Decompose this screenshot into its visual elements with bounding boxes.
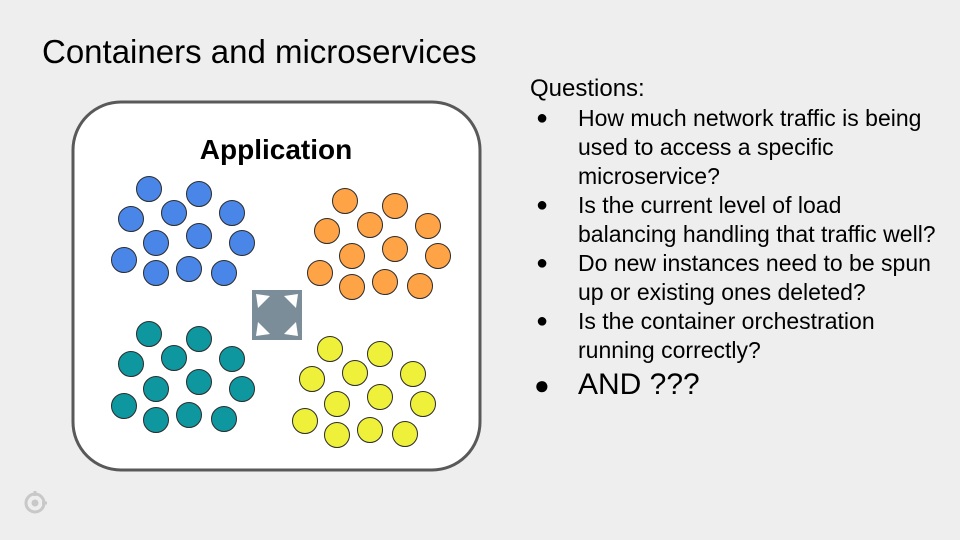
question-item: ● How much network traffic is being used …	[530, 104, 940, 191]
container-instance	[339, 243, 365, 269]
container-instance	[161, 345, 187, 371]
container-instance	[357, 212, 383, 238]
container-instance	[111, 393, 137, 419]
container-instance	[317, 336, 343, 362]
container-instance	[339, 274, 365, 300]
container-instance	[186, 181, 212, 207]
container-instance	[357, 417, 383, 443]
container-instance	[229, 230, 255, 256]
container-instance	[382, 193, 408, 219]
grafana-logo-icon	[24, 491, 47, 514]
container-instance	[392, 421, 418, 447]
question-text: Is the current level of load balancing h…	[578, 192, 936, 247]
bullet-icon: ●	[534, 370, 550, 400]
container-instance	[176, 256, 202, 282]
slide-title: Containers and microservices	[42, 33, 477, 70]
question-item: ● AND ???	[530, 366, 940, 404]
container-instance	[211, 406, 237, 432]
container-instance	[382, 236, 408, 262]
container-instance	[186, 369, 212, 395]
bullet-icon: ●	[536, 310, 549, 332]
bullet-icon: ●	[536, 107, 549, 129]
microservice-cluster-teal	[111, 321, 255, 433]
container-instance	[118, 206, 144, 232]
question-item: ● Do new instances need to be spun up or …	[530, 249, 940, 307]
container-instance	[400, 361, 426, 387]
question-text: Is the container orchestration running c…	[578, 308, 875, 363]
container-instance	[299, 366, 325, 392]
container-instance	[425, 243, 451, 269]
container-instance	[410, 391, 436, 417]
container-instance	[332, 188, 358, 214]
question-text: How much network traffic is being used t…	[578, 105, 922, 189]
bullet-icon: ●	[536, 194, 549, 216]
microservice-cluster-orange	[307, 188, 451, 300]
container-instance	[415, 213, 441, 239]
container-instance	[143, 407, 169, 433]
container-instance	[367, 384, 393, 410]
container-instance	[342, 360, 368, 386]
question-item: ● Is the current level of load balancing …	[530, 191, 940, 249]
container-instance	[186, 223, 212, 249]
network-connector-icon	[252, 290, 302, 340]
container-instance	[372, 269, 398, 295]
container-instance	[211, 260, 237, 286]
container-instance	[118, 351, 144, 377]
container-instance	[136, 176, 162, 202]
container-instance	[314, 218, 340, 244]
container-instance	[176, 402, 202, 428]
container-instance	[307, 260, 333, 286]
application-frame	[71, 100, 482, 472]
microservice-cluster-yellow	[292, 336, 436, 448]
questions-list: ● How much network traffic is being used …	[530, 104, 940, 404]
container-instance	[136, 321, 162, 347]
container-instance	[407, 273, 433, 299]
bullet-icon: ●	[536, 252, 549, 274]
container-instance	[292, 408, 318, 434]
microservice-cluster-blue	[111, 176, 255, 286]
question-text: AND ???	[578, 368, 700, 401]
questions-heading: Questions:	[530, 75, 645, 102]
question-item: ● Is the container orchestration running …	[530, 307, 940, 365]
application-label: Application	[200, 134, 352, 165]
question-text: Do new instances need to be spun up or e…	[578, 250, 931, 305]
container-instance	[143, 230, 169, 256]
container-instance	[111, 247, 137, 273]
container-instance	[219, 200, 245, 226]
container-instance	[229, 376, 255, 402]
container-instance	[324, 422, 350, 448]
container-instance	[143, 376, 169, 402]
container-instance	[219, 346, 245, 372]
container-instance	[143, 260, 169, 286]
container-instance	[367, 341, 393, 367]
container-instance	[186, 326, 212, 352]
container-instance	[161, 200, 187, 226]
container-instance	[324, 391, 350, 417]
